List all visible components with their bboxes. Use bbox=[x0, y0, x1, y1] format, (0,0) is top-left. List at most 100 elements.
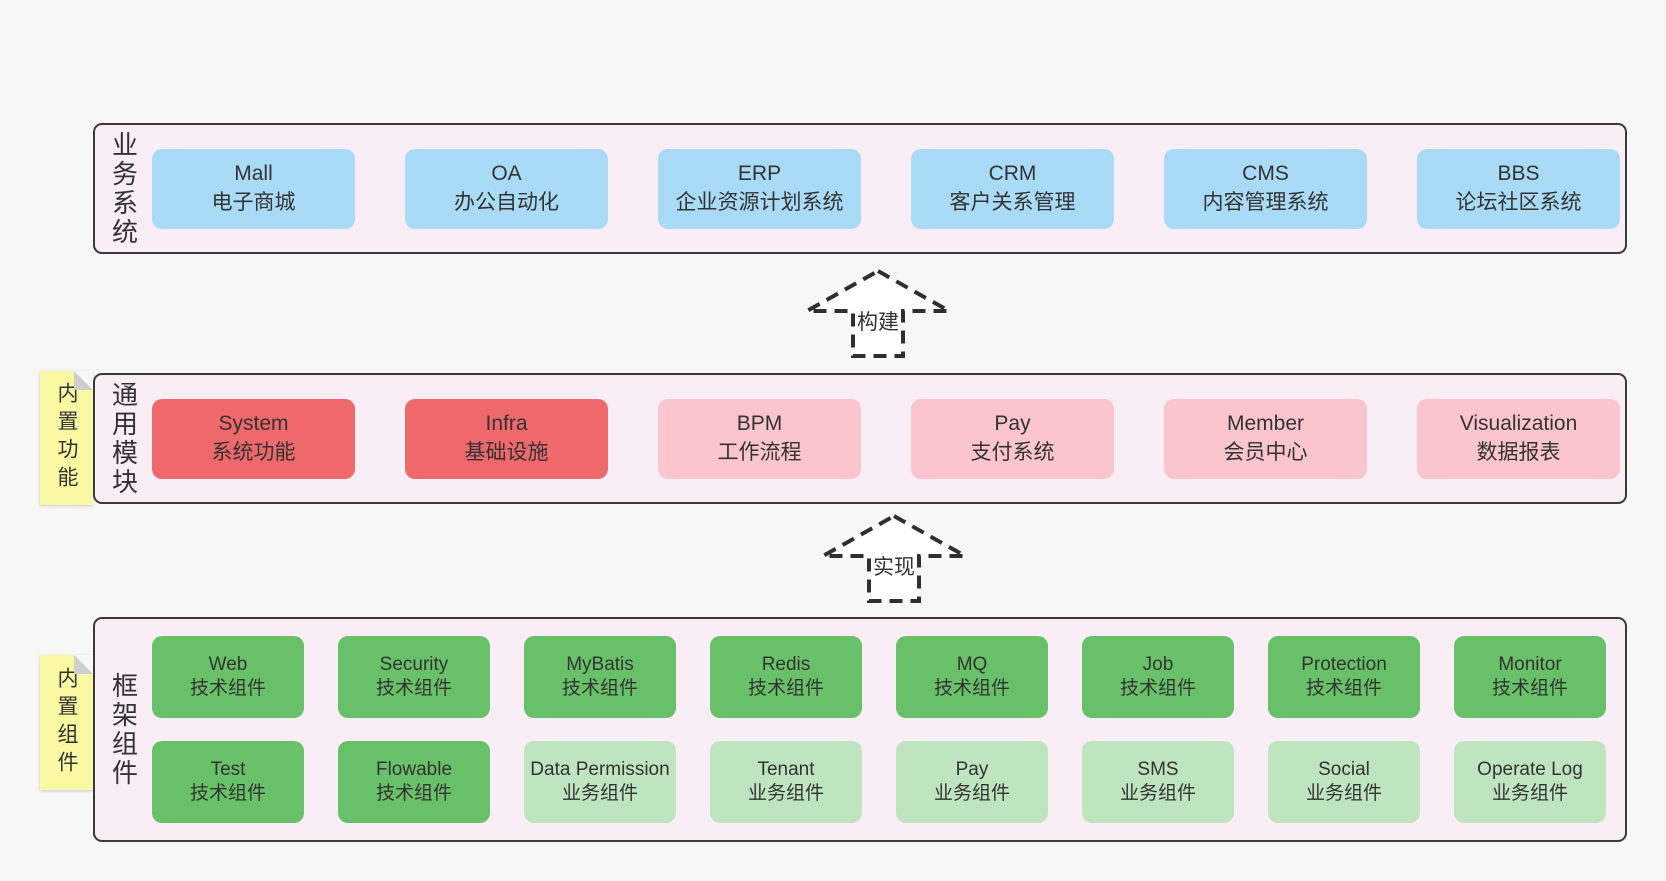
module-name: Mall bbox=[234, 161, 273, 185]
implement-arrow-icon: 实现 bbox=[815, 513, 973, 603]
module-desc: 技术组件 bbox=[561, 678, 638, 699]
module-desc: 企业资源计划系统 bbox=[675, 190, 844, 214]
box-security: Security 技术组件 bbox=[338, 636, 490, 718]
box-pay: Pay 支付系统 bbox=[911, 398, 1114, 479]
module-name: Member bbox=[1226, 411, 1305, 435]
module-name: ERP bbox=[737, 161, 782, 185]
box-web: Web 技术组件 bbox=[152, 636, 304, 718]
module-name: CMS bbox=[1242, 161, 1289, 185]
module-name: BBS bbox=[1497, 161, 1540, 185]
module-name: Security bbox=[379, 653, 449, 675]
module-desc: 业务组件 bbox=[933, 783, 1010, 804]
module-desc: 基础设施 bbox=[464, 440, 549, 464]
module-desc: 办公自动化 bbox=[454, 190, 559, 214]
module-desc: 电子商城 bbox=[211, 190, 296, 214]
box-monitor: Monitor 技术组件 bbox=[1454, 636, 1606, 718]
module-name: Protection bbox=[1301, 653, 1387, 675]
module-desc: 业务组件 bbox=[747, 783, 824, 804]
module-name: Monitor bbox=[1498, 653, 1562, 675]
sticky-note-builtin-features: 内置功能 bbox=[40, 371, 93, 505]
module-desc: 客户关系管理 bbox=[949, 190, 1076, 214]
module-grid: Mall 电子商城 OA 办公自动化 ERP 企业资源计划系统 CRM 客户关系管理 CMS 内容… bbox=[152, 125, 1625, 252]
arrow-label: 实现 bbox=[873, 556, 915, 579]
box-mybatis: MyBatis 技术组件 bbox=[524, 636, 676, 718]
box-social: Social 业务组件 bbox=[1268, 741, 1420, 823]
module-name: Pay bbox=[994, 411, 1031, 435]
box-erp: ERP 企业资源计划系统 bbox=[658, 148, 861, 229]
module-desc: 技术组件 bbox=[747, 678, 824, 699]
box-crm: CRM 客户关系管理 bbox=[911, 148, 1114, 229]
module-name: Redis bbox=[761, 653, 811, 675]
module-desc: 业务组件 bbox=[561, 783, 638, 804]
box-bbs: BBS 论坛社区系统 bbox=[1417, 148, 1620, 229]
panel-label-column: 框架组件 bbox=[95, 619, 152, 840]
build-arrow-icon: 构建 bbox=[799, 268, 957, 358]
module-name: Data Permission bbox=[530, 758, 670, 780]
box-sms: SMS 业务组件 bbox=[1082, 741, 1234, 823]
module-desc: 技术组件 bbox=[189, 678, 266, 699]
module-desc: 数据报表 bbox=[1476, 440, 1561, 464]
note-label: 内置功能 bbox=[55, 382, 78, 494]
box-job: Job 技术组件 bbox=[1082, 636, 1234, 718]
module-desc: 内容管理系统 bbox=[1202, 190, 1329, 214]
module-name: Flowable bbox=[375, 758, 453, 780]
module-name: BPM bbox=[736, 411, 783, 435]
box-mall: Mall 电子商城 bbox=[152, 148, 355, 229]
module-desc: 支付系统 bbox=[970, 440, 1055, 464]
module-name: Operate Log bbox=[1477, 758, 1583, 780]
box-data-permission: Data Permission 业务组件 bbox=[524, 741, 676, 823]
module-name: MQ bbox=[956, 653, 988, 675]
module-desc: 技术组件 bbox=[933, 678, 1010, 699]
module-name: OA bbox=[491, 161, 522, 185]
module-desc: 系统功能 bbox=[211, 440, 296, 464]
arrow-label: 构建 bbox=[857, 311, 899, 334]
module-desc: 技术组件 bbox=[375, 783, 452, 804]
module-desc: 业务组件 bbox=[1305, 783, 1382, 804]
module-name: SMS bbox=[1137, 758, 1179, 780]
note-label: 内置组件 bbox=[55, 666, 78, 779]
box-system: System 系统功能 bbox=[152, 398, 355, 479]
box-infra: Infra 基础设施 bbox=[405, 398, 608, 479]
box-flowable: Flowable 技术组件 bbox=[338, 741, 490, 823]
module-name: System bbox=[218, 411, 289, 435]
module-desc: 业务组件 bbox=[1491, 783, 1568, 804]
module-desc: 技术组件 bbox=[375, 678, 452, 699]
module-desc: 工作流程 bbox=[717, 440, 802, 464]
module-name: Infra bbox=[485, 411, 528, 435]
module-name: Social bbox=[1318, 758, 1370, 780]
box-redis: Redis 技术组件 bbox=[710, 636, 862, 718]
box-operate-log: Operate Log 业务组件 bbox=[1454, 741, 1606, 823]
module-name: Web bbox=[208, 653, 248, 675]
module-desc: 业务组件 bbox=[1119, 783, 1196, 804]
box-bpm: BPM 工作流程 bbox=[658, 398, 861, 479]
panel-common-modules: 通用模块 System 系统功能 Infra 基础设施 BPM 工作流程 Pay 支付系统 Me… bbox=[93, 373, 1627, 504]
module-desc: 技术组件 bbox=[1491, 678, 1568, 699]
module-row: Mall 电子商城 OA 办公自动化 ERP 企业资源计划系统 CRM 客户关系管理 CMS 内容… bbox=[152, 148, 1625, 229]
module-name: Job bbox=[1142, 653, 1174, 675]
module-desc: 技术组件 bbox=[1119, 678, 1196, 699]
folded-corner-icon bbox=[74, 655, 93, 674]
panel-business-systems: 业务系统 Mall 电子商城 OA 办公自动化 ERP 企业资源计划系统 CRM 客户关系管理… bbox=[93, 123, 1627, 254]
panel-label: 通用模块 bbox=[108, 380, 139, 497]
panel-label: 业务系统 bbox=[108, 130, 139, 247]
panel-label-column: 通用模块 bbox=[95, 375, 152, 502]
module-name: MyBatis bbox=[566, 653, 634, 675]
box-oa: OA 办公自动化 bbox=[405, 148, 608, 229]
module-name: Visualization bbox=[1459, 411, 1578, 435]
module-desc: 论坛社区系统 bbox=[1455, 190, 1582, 214]
panel-label: 框架组件 bbox=[108, 671, 139, 788]
box-visualization: Visualization 数据报表 bbox=[1417, 398, 1620, 479]
module-name: CRM bbox=[988, 161, 1037, 185]
module-desc: 技术组件 bbox=[1305, 678, 1382, 699]
